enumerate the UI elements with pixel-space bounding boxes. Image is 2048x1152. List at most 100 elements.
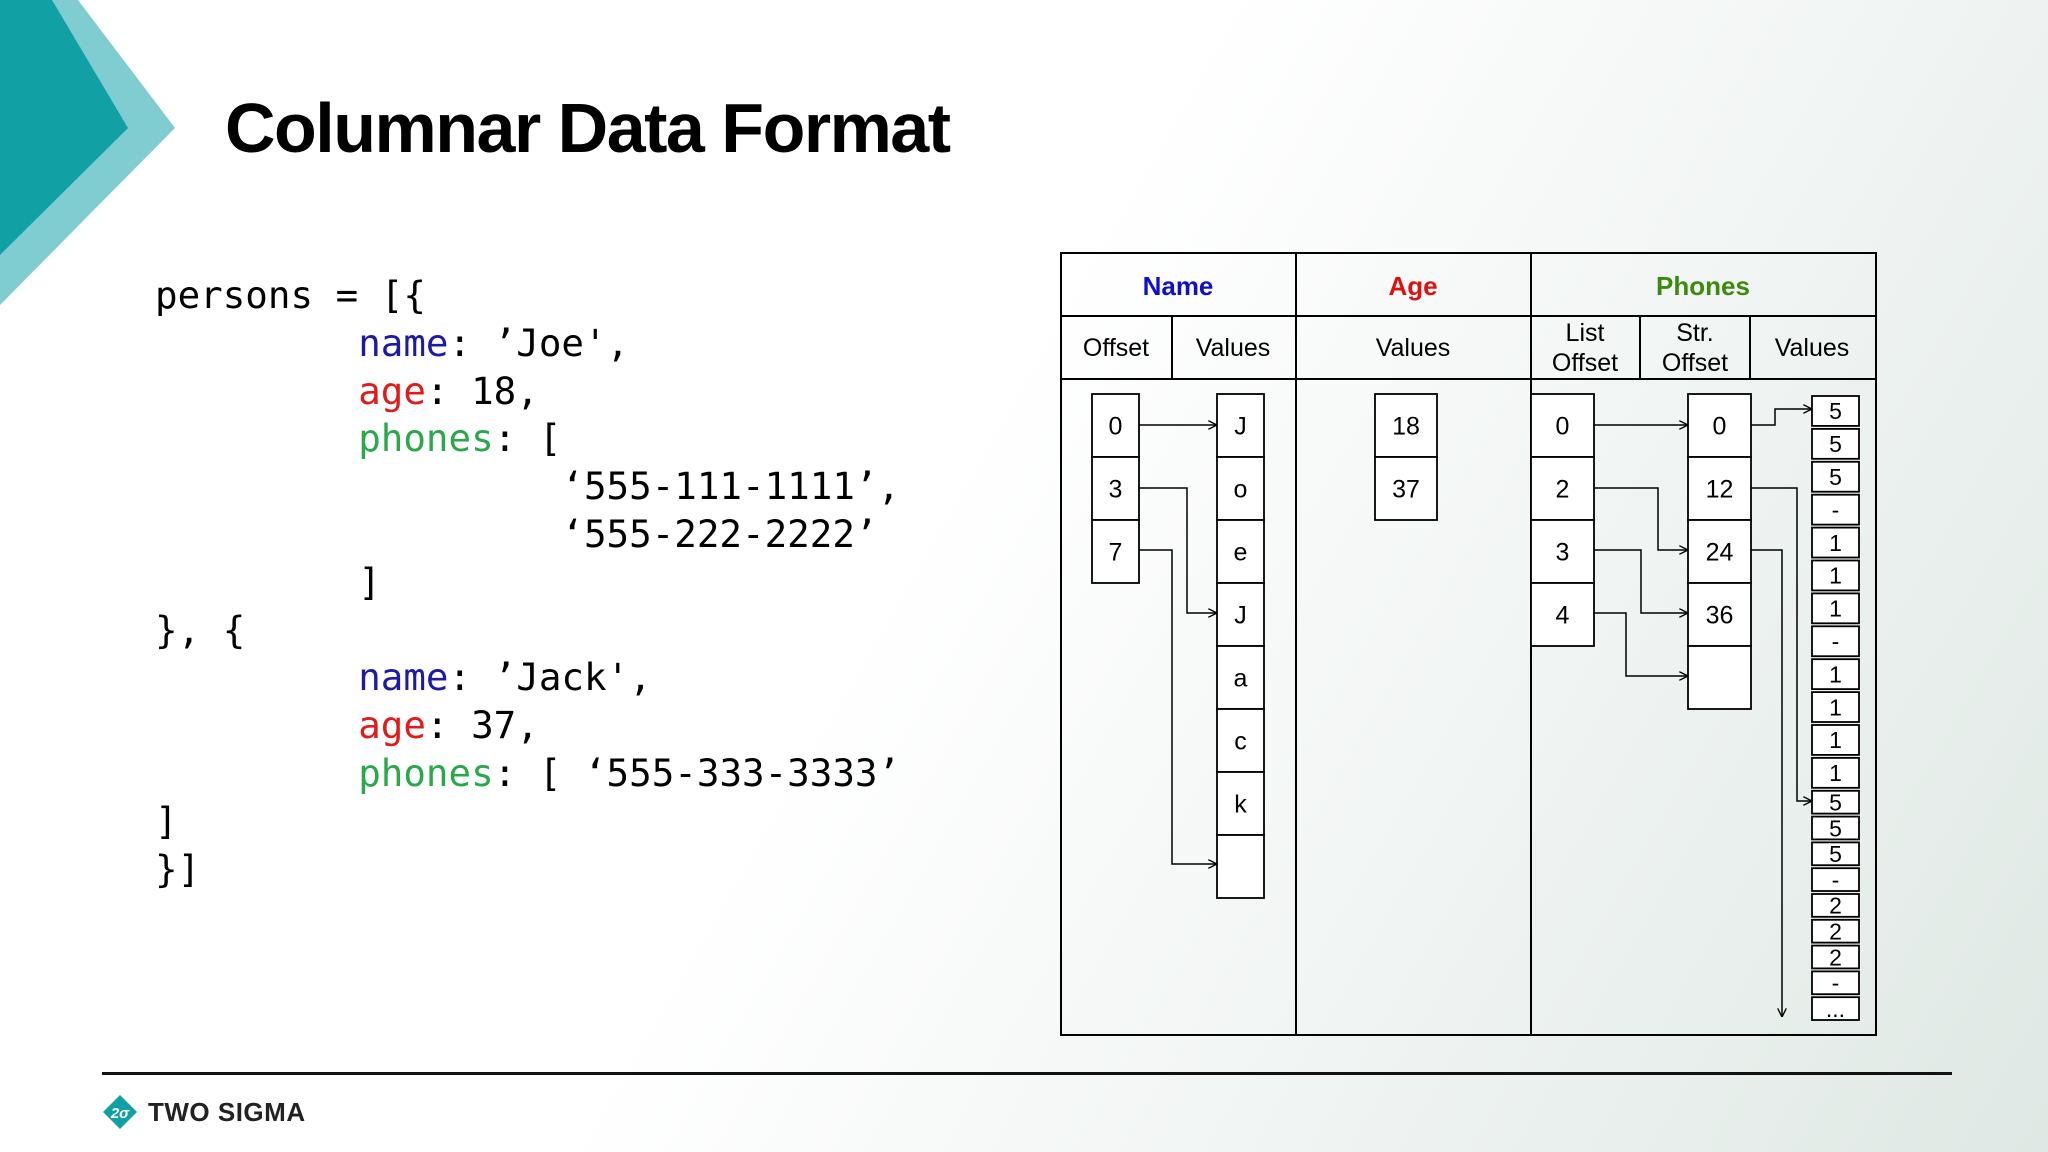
arrow-name-offset-7 — [1139, 549, 1217, 864]
code-line: ‘555-222-2222’ — [561, 511, 878, 556]
phone-char-cell — [1811, 460, 1860, 493]
arrow-name-offset-3 — [1139, 487, 1217, 613]
name-offset-cell — [1091, 519, 1140, 584]
subheader-str-offset: Offset — [1662, 349, 1728, 377]
str-offset-cell — [1687, 645, 1752, 710]
phone-char-cell — [1811, 841, 1860, 867]
name-values-cell — [1216, 771, 1265, 836]
str-offset-cell — [1687, 582, 1752, 647]
code-key-name: name — [358, 655, 449, 700]
code-line: ] — [358, 559, 381, 604]
subheader-str-offset: Str. — [1676, 319, 1714, 347]
phone-char-cell — [1811, 526, 1860, 559]
code-key-age: age — [358, 703, 426, 748]
list-offset-cell — [1530, 582, 1595, 647]
phone-char-cell — [1811, 996, 1860, 1021]
code-line: : [ ‘555-333-3333’ — [493, 750, 901, 795]
list-offset-value: 4 — [1556, 602, 1570, 630]
str-offset-value: 0 — [1713, 413, 1727, 441]
phone-char-cell — [1811, 893, 1860, 918]
code-line: }, { — [155, 607, 246, 652]
arrow-list-offset-2 — [1594, 487, 1688, 550]
str-offset-cell — [1687, 456, 1752, 521]
phone-char-value: 1 — [1829, 727, 1842, 753]
subheader-name-values: Values — [1196, 334, 1271, 362]
code-key-phones: phones — [358, 750, 494, 795]
phone-char-value: - — [1832, 629, 1840, 655]
subheader-phone-values: Values — [1775, 334, 1850, 362]
subheader-age-values: Values — [1376, 334, 1451, 362]
phone-char-cell — [1811, 625, 1860, 658]
code-line: : ’Joe', — [448, 320, 630, 365]
name-values-value: J — [1234, 413, 1247, 441]
code-key-phones: phones — [358, 416, 494, 461]
age-values-value: 18 — [1392, 413, 1420, 441]
code-key-name: name — [358, 320, 449, 365]
name-offset-value: 7 — [1109, 539, 1123, 567]
table-frame — [1060, 252, 1877, 1036]
age-values-cell — [1374, 393, 1438, 458]
phone-char-cell — [1811, 691, 1860, 723]
code-key-age: age — [358, 368, 426, 413]
name-values-value: e — [1234, 539, 1248, 567]
offset-arrows — [1139, 409, 1812, 1017]
phone-char-value: 1 — [1829, 596, 1842, 622]
phone-char-cell — [1811, 867, 1860, 892]
name-values-value: J — [1234, 602, 1247, 630]
phone-char-cell — [1811, 592, 1860, 625]
phone-char-value: 5 — [1829, 398, 1842, 424]
slide-title: Columnar Data Format — [225, 89, 951, 167]
str-offset-value: 24 — [1706, 539, 1734, 567]
phone-char-cell — [1811, 970, 1860, 996]
subheader-name-offset: Offset — [1083, 334, 1149, 362]
subheader-list-offset: Offset — [1552, 349, 1618, 377]
phone-char-value: ... — [1826, 996, 1845, 1022]
phone-char-value: 5 — [1829, 815, 1842, 841]
code-line: ‘555-111-1111’, — [561, 464, 901, 509]
footer-divider — [102, 1072, 1952, 1075]
phone-char-value: 5 — [1829, 789, 1842, 815]
phone-char-value: 5 — [1829, 841, 1842, 867]
arrow-str-offset-0 — [1751, 409, 1812, 426]
phone-char-cell — [1811, 493, 1860, 526]
list-offset-value: 3 — [1556, 539, 1570, 567]
code-example: persons = [{ name: ’Joe', age: 18, phone… — [155, 272, 900, 893]
phone-char-value: 1 — [1829, 530, 1842, 556]
str-offset-cell — [1687, 519, 1752, 584]
code-line: : ’Jack', — [448, 655, 652, 700]
phone-char-value: - — [1832, 970, 1840, 996]
phone-char-cell — [1811, 427, 1860, 460]
list-offset-cell — [1530, 393, 1595, 458]
name-values-cell — [1216, 582, 1265, 647]
phone-char-value: - — [1832, 867, 1840, 893]
list-offset-value: 0 — [1556, 413, 1570, 441]
phone-char-value: 1 — [1829, 694, 1842, 720]
name-values-cell — [1216, 708, 1265, 773]
code-line: : 37, — [425, 703, 539, 748]
array-cells: 037JoeJack183702340122436555-111-1111555… — [1091, 393, 1860, 1022]
phone-char-cell — [1811, 559, 1860, 592]
phone-char-value: 5 — [1829, 464, 1842, 490]
age-values-value: 37 — [1392, 476, 1420, 504]
str-offset-value: 12 — [1706, 476, 1734, 504]
two-sigma-logo: 2σ TWO SIGMA — [102, 1094, 306, 1130]
phone-char-cell — [1811, 815, 1860, 841]
phone-char-value: 1 — [1829, 760, 1842, 786]
code-line: : 18, — [425, 368, 539, 413]
str-offset-cell — [1687, 393, 1752, 458]
name-values-value: o — [1234, 476, 1248, 504]
list-offset-value: 2 — [1556, 476, 1570, 504]
phone-char-value: - — [1832, 497, 1840, 523]
list-offset-cell — [1530, 519, 1595, 584]
name-values-cell — [1216, 456, 1265, 521]
svg-text:2σ: 2σ — [110, 1105, 130, 1122]
corner-chevron-decoration — [0, 0, 175, 305]
logo-wordmark: TWO SIGMA — [148, 1096, 306, 1127]
code-line: ] — [155, 798, 178, 843]
name-offset-value: 3 — [1109, 476, 1123, 504]
header-name: Name — [1143, 271, 1214, 301]
phone-char-value: 2 — [1829, 918, 1842, 944]
phone-char-value: 5 — [1829, 431, 1842, 457]
name-values-value: c — [1234, 728, 1247, 756]
